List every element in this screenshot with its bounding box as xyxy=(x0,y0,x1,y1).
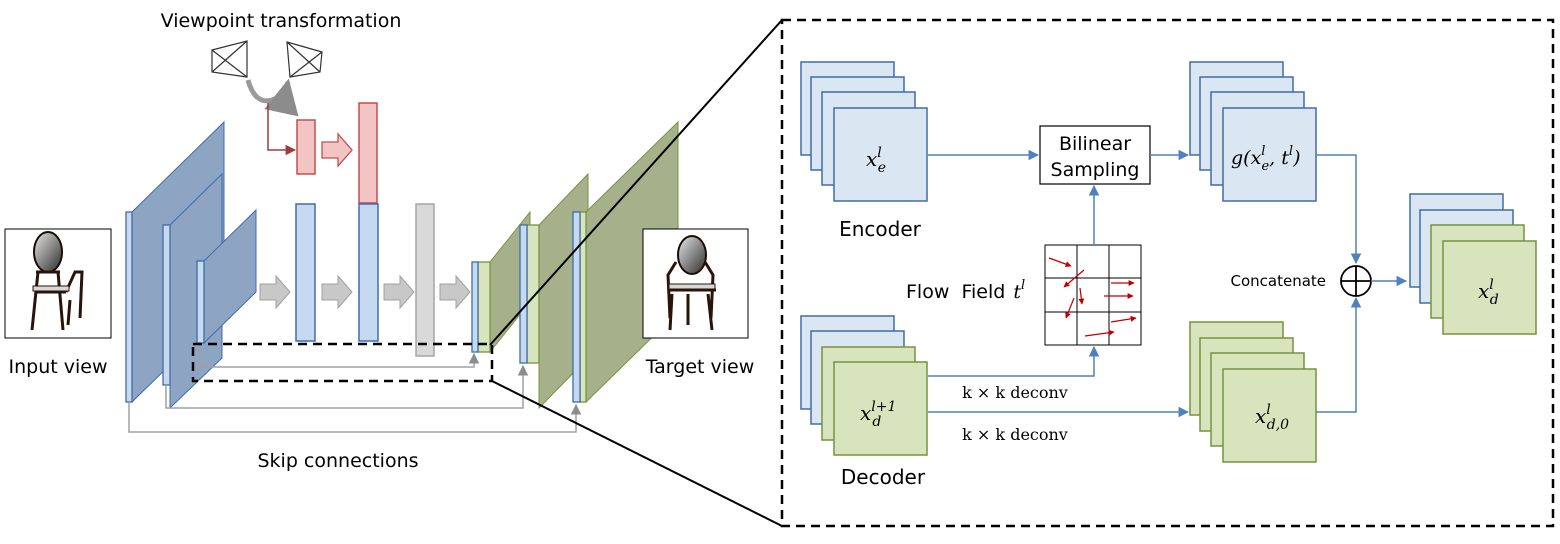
transform-arrow-icon xyxy=(321,132,353,168)
skip-connections-label: Skip connections xyxy=(257,450,418,472)
zoom-line-bottom xyxy=(491,380,783,527)
flow-vector-icon xyxy=(1048,257,1072,267)
flow-vector-icon xyxy=(1078,287,1085,305)
input-view-label: Input view xyxy=(9,356,108,378)
flow-arrow-icon xyxy=(383,274,415,310)
camera-icon-right xyxy=(286,41,323,78)
upsampled-to-concat-arrow xyxy=(1316,296,1362,413)
flow-vector-icon xyxy=(1063,269,1085,288)
zoom-line-top xyxy=(489,19,783,346)
transform-feature-small xyxy=(296,119,316,175)
decoder-layer-1 xyxy=(471,210,531,354)
bilinear-sampling-box xyxy=(1039,125,1151,185)
concat-plus-icon xyxy=(1340,265,1372,297)
detail-panel xyxy=(780,18,1555,528)
bilinear-label-line2: Sampling xyxy=(1051,159,1140,181)
encoder-feature-stack xyxy=(800,61,928,202)
input-view-image xyxy=(4,228,112,339)
decoder-feature-stack xyxy=(800,315,928,456)
viewpoint-title: Viewpoint transformation xyxy=(161,10,402,32)
target-view-image xyxy=(642,228,749,339)
upsampled-feature-stack xyxy=(1189,321,1317,463)
deconv-to-flow-arrow xyxy=(928,345,1100,377)
warped-feature-stack xyxy=(1189,61,1317,202)
encoder-layer-2 xyxy=(162,172,223,410)
camera-icon-left xyxy=(211,40,248,78)
flow-arrow-icon xyxy=(439,274,471,310)
bilinear-label-line1: Bilinear xyxy=(1059,133,1131,155)
flow-vector-icon xyxy=(1065,297,1075,319)
warped-to-concat-arrow xyxy=(1316,154,1362,265)
rotation-arrow-icon xyxy=(245,78,299,117)
skip-connection-1 xyxy=(199,343,480,368)
flow-vector-icon xyxy=(1110,315,1137,323)
zoom-region-box xyxy=(191,342,494,383)
flow-field-grid xyxy=(1044,244,1142,346)
transform-connector xyxy=(267,103,297,156)
skip-connection-2 xyxy=(165,364,529,409)
decoder-label: Decoder xyxy=(841,465,926,489)
target-view-label: Target view xyxy=(645,356,755,378)
deconv-label-1: k × k deconv xyxy=(962,383,1068,402)
flow-arrow-icon xyxy=(321,274,353,310)
skip-connection-3 xyxy=(128,402,582,433)
concatenate-label: Concatenate xyxy=(1230,272,1326,290)
flow-vector-icon xyxy=(1084,329,1115,337)
transform-feature-large xyxy=(358,102,378,204)
bottleneck-feature-3 xyxy=(415,203,435,357)
encoder-label: Encoder xyxy=(839,217,922,241)
bottleneck-feature-1 xyxy=(295,203,316,342)
flow-arrow-icon xyxy=(259,274,291,310)
output-feature-stack xyxy=(1409,193,1537,335)
deconv-label-2: k × k deconv xyxy=(962,425,1068,444)
bottleneck-feature-2 xyxy=(358,203,379,342)
